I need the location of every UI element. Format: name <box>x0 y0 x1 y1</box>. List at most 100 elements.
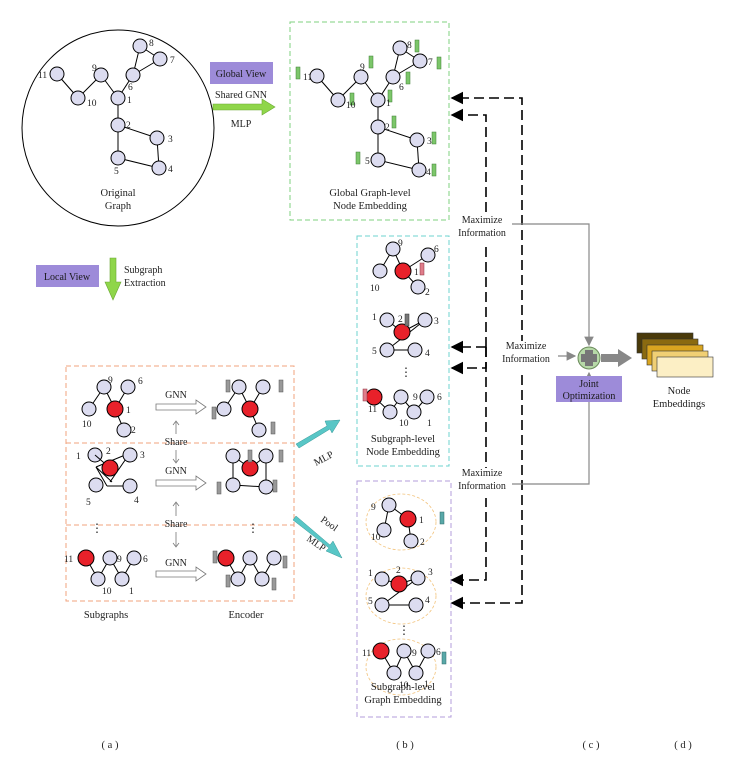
encoder-panel: 9 6 1 10 2 1 2 3 5 4 ⋮ <box>64 365 295 602</box>
og-node-2 <box>110 117 126 133</box>
svg-text:4: 4 <box>426 168 431 178</box>
svg-text:4: 4 <box>425 596 430 606</box>
svg-text:2: 2 <box>398 315 403 325</box>
og-node-10 <box>70 90 86 106</box>
svg-text:Node Embedding: Node Embedding <box>333 201 408 212</box>
svg-text:9: 9 <box>413 393 418 403</box>
shared-gnn-label: Shared GNN <box>215 90 267 101</box>
svg-text:9: 9 <box>360 63 365 73</box>
svg-text:Joint: Joint <box>579 379 599 390</box>
svg-text:Optimization: Optimization <box>563 391 616 402</box>
svg-text:1: 1 <box>76 452 81 462</box>
svg-text:Global View: Global View <box>216 69 267 80</box>
svg-text:GNN: GNN <box>165 466 187 477</box>
svg-text:6: 6 <box>437 393 442 403</box>
global-view-label: Global View <box>210 62 273 84</box>
svg-text:11: 11 <box>38 71 47 81</box>
svg-text:Original: Original <box>101 188 136 199</box>
svg-text:Graph: Graph <box>105 201 132 212</box>
svg-text:1: 1 <box>368 569 373 579</box>
svg-text:11: 11 <box>64 555 73 565</box>
svg-text:9: 9 <box>108 376 113 386</box>
svg-text:4: 4 <box>425 349 430 359</box>
mlp-arrow-node <box>295 419 341 449</box>
svg-text:11: 11 <box>368 405 377 415</box>
svg-text:MLP: MLP <box>304 533 328 554</box>
svg-text:3: 3 <box>434 317 439 327</box>
svg-text:11: 11 <box>303 73 312 83</box>
svg-text:Maximize: Maximize <box>462 468 503 479</box>
svg-text:6: 6 <box>143 555 148 565</box>
svg-text:2: 2 <box>385 123 390 133</box>
joint-connectors <box>512 223 594 485</box>
svg-text:GNN: GNN <box>165 558 187 569</box>
svg-text:6: 6 <box>399 83 404 93</box>
output-arrow <box>601 349 632 367</box>
og-node-5 <box>110 150 126 166</box>
og-node-6 <box>125 67 141 83</box>
svg-text:1: 1 <box>386 99 391 109</box>
svg-text:2: 2 <box>106 447 111 457</box>
svg-text:⋮: ⋮ <box>91 521 103 535</box>
og-node-1 <box>110 90 126 106</box>
svg-text:3: 3 <box>168 135 173 145</box>
svg-text:( d ): ( d ) <box>674 740 692 751</box>
svg-text:1: 1 <box>427 419 432 429</box>
svg-text:2: 2 <box>420 538 425 548</box>
svg-text:7: 7 <box>428 58 433 68</box>
og-node-8 <box>132 38 148 54</box>
svg-text:Global Graph-level: Global Graph-level <box>329 188 410 199</box>
svg-text:Extraction: Extraction <box>124 278 166 289</box>
svg-text:GNN: GNN <box>165 390 187 401</box>
svg-text:⋮: ⋮ <box>247 521 259 535</box>
svg-text:Subgraph-level: Subgraph-level <box>371 682 435 693</box>
svg-text:Share: Share <box>165 437 188 448</box>
svg-text:⋮: ⋮ <box>398 623 410 637</box>
global-arrow <box>212 98 276 116</box>
svg-text:1: 1 <box>424 680 429 690</box>
local-view-label: Local View <box>36 265 99 287</box>
og-node-9 <box>93 67 109 83</box>
svg-text:Node: Node <box>668 386 691 397</box>
svg-text:Subgraph-level: Subgraph-level <box>371 434 435 445</box>
svg-text:2: 2 <box>425 288 430 298</box>
svg-text:2: 2 <box>131 426 136 436</box>
global-embedding-box: 8 7 6 9 11 10 1 2 3 5 4 Global Graph-lev… <box>289 21 450 221</box>
svg-text:8: 8 <box>149 39 154 49</box>
svg-text:1: 1 <box>372 313 377 323</box>
svg-text:5: 5 <box>86 498 91 508</box>
svg-text:Encoder: Encoder <box>229 610 264 621</box>
svg-text:6: 6 <box>434 245 439 255</box>
svg-text:5: 5 <box>372 347 377 357</box>
svg-text:10: 10 <box>370 284 380 294</box>
mi-labels: Maximize Information Maximize Informatio… <box>452 212 558 498</box>
svg-text:5: 5 <box>365 157 370 167</box>
svg-text:10: 10 <box>82 420 92 430</box>
svg-text:9: 9 <box>412 649 417 659</box>
svg-text:2: 2 <box>396 566 401 576</box>
svg-text:10: 10 <box>102 587 112 597</box>
node-embeddings-stack: Node Embeddings <box>636 332 714 410</box>
svg-text:( c ): ( c ) <box>583 740 600 751</box>
svg-text:1: 1 <box>126 406 131 416</box>
svg-text:1: 1 <box>419 516 424 526</box>
og-node-7 <box>152 51 168 67</box>
svg-text:Subgraph: Subgraph <box>124 265 162 276</box>
svg-text:Information: Information <box>458 481 506 492</box>
svg-text:3: 3 <box>140 451 145 461</box>
svg-text:Graph Embedding: Graph Embedding <box>364 695 442 706</box>
svg-text:6: 6 <box>128 83 133 93</box>
svg-text:10: 10 <box>371 533 381 543</box>
svg-text:3: 3 <box>427 137 432 147</box>
svg-text:9: 9 <box>398 239 403 249</box>
svg-text:10: 10 <box>346 101 356 111</box>
svg-text:MLP: MLP <box>312 449 336 469</box>
svg-text:Subgraphs: Subgraphs <box>84 610 128 621</box>
svg-text:6: 6 <box>138 377 143 387</box>
svg-text:( a ): ( a ) <box>102 740 119 751</box>
svg-text:Pool: Pool <box>318 514 340 534</box>
svg-text:1: 1 <box>129 587 134 597</box>
svg-text:Maximize: Maximize <box>462 215 503 226</box>
